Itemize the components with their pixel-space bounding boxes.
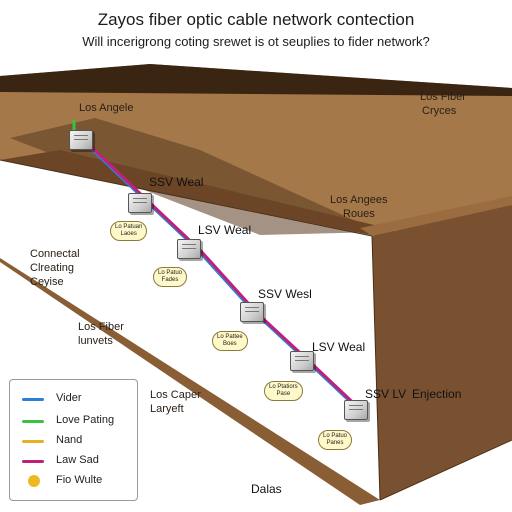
node-tag-line: Lo Patuan bbox=[115, 224, 143, 230]
junction-box-icon[interactable] bbox=[240, 302, 264, 322]
node-tag-line: Panes bbox=[326, 440, 344, 446]
label-roues: Roues bbox=[343, 208, 375, 220]
legend-label: Fio Wulte bbox=[56, 474, 103, 486]
node-tag: Lo Patuo Panes bbox=[318, 430, 353, 450]
node-label: SSV Weal bbox=[149, 175, 204, 189]
node-tag-line: Laoes bbox=[120, 231, 137, 237]
legend-swatch bbox=[22, 440, 44, 443]
legend-swatch bbox=[22, 460, 44, 463]
node-tag-line: Boes bbox=[223, 341, 237, 347]
label-ceyise: Ceyise bbox=[30, 276, 64, 288]
legend-swatch bbox=[22, 398, 44, 401]
node-tag-line: Lo Ptatiors bbox=[269, 384, 298, 390]
junction-box-icon[interactable] bbox=[69, 130, 93, 150]
page-title: Zayos fiber optic cable network contecti… bbox=[97, 10, 415, 29]
label-los-fiber-1: Los Fiber bbox=[420, 91, 466, 103]
node-tag-line: Lo Patuo bbox=[323, 433, 348, 439]
node-tag: Lo Pattee Boes bbox=[212, 331, 248, 351]
junction-box-icon[interactable] bbox=[290, 351, 314, 371]
label-laryeft: Laryeft bbox=[150, 403, 184, 415]
callout-label: Enjection bbox=[412, 387, 462, 401]
legend-dot-icon bbox=[28, 475, 40, 487]
trench-right-top bbox=[360, 196, 512, 236]
node-label: LSV Weal bbox=[312, 340, 366, 354]
trench-cut-face bbox=[0, 150, 395, 240]
junction-box-icon[interactable] bbox=[177, 239, 201, 259]
junction-box-icon[interactable] bbox=[128, 193, 152, 213]
junction-box-icon[interactable] bbox=[344, 400, 368, 420]
cable-magenta bbox=[78, 134, 365, 414]
node-tag: Lo Patuo Fades bbox=[153, 267, 188, 287]
label-dalas: Dalas bbox=[251, 482, 282, 496]
label-connectal: Connectal bbox=[30, 248, 80, 260]
node-label: LSV Weal bbox=[198, 223, 252, 237]
label-los-caper: Los Caper bbox=[150, 389, 201, 401]
legend-label: Love Pating bbox=[56, 414, 115, 426]
label-los-fiber-2: Los Fiber bbox=[78, 321, 124, 333]
trench-diagonal-wall bbox=[0, 258, 380, 505]
label-clreating: Clreating bbox=[30, 262, 75, 274]
label-los-angeles: Los Angele bbox=[79, 102, 134, 114]
legend-label: Nand bbox=[56, 434, 83, 446]
node-tag: Lo Patuan Laoes bbox=[110, 221, 148, 241]
node-tag-line: Lo Pattee bbox=[217, 334, 243, 340]
trench-right-face bbox=[372, 205, 512, 500]
trench-back-channel bbox=[0, 64, 512, 96]
label-lunvets: lunvets bbox=[78, 335, 113, 347]
legend-swatch bbox=[22, 420, 44, 423]
trench-top-surface bbox=[0, 64, 512, 260]
legend-label: Law Sad bbox=[56, 454, 99, 466]
page-subtitle: Will incerigrong coting srewet is ot seu… bbox=[82, 34, 430, 49]
node-label: SSV Wesl bbox=[258, 287, 312, 301]
node-tag: Lo Ptatiors Pase bbox=[264, 381, 303, 401]
label-cryces: Cryces bbox=[422, 105, 457, 117]
node-tag-line: Fades bbox=[161, 277, 179, 283]
legend-label: Vider bbox=[56, 392, 82, 404]
node-tag-line: Lo Patuo bbox=[158, 270, 183, 276]
node-label: SSV LV bbox=[365, 387, 407, 401]
node-tag-line: Pase bbox=[276, 391, 291, 397]
label-los-angees: Los Angees bbox=[330, 194, 388, 206]
legend: Vider Love Pating Nand Law Sad Fio Wulte bbox=[9, 379, 138, 501]
